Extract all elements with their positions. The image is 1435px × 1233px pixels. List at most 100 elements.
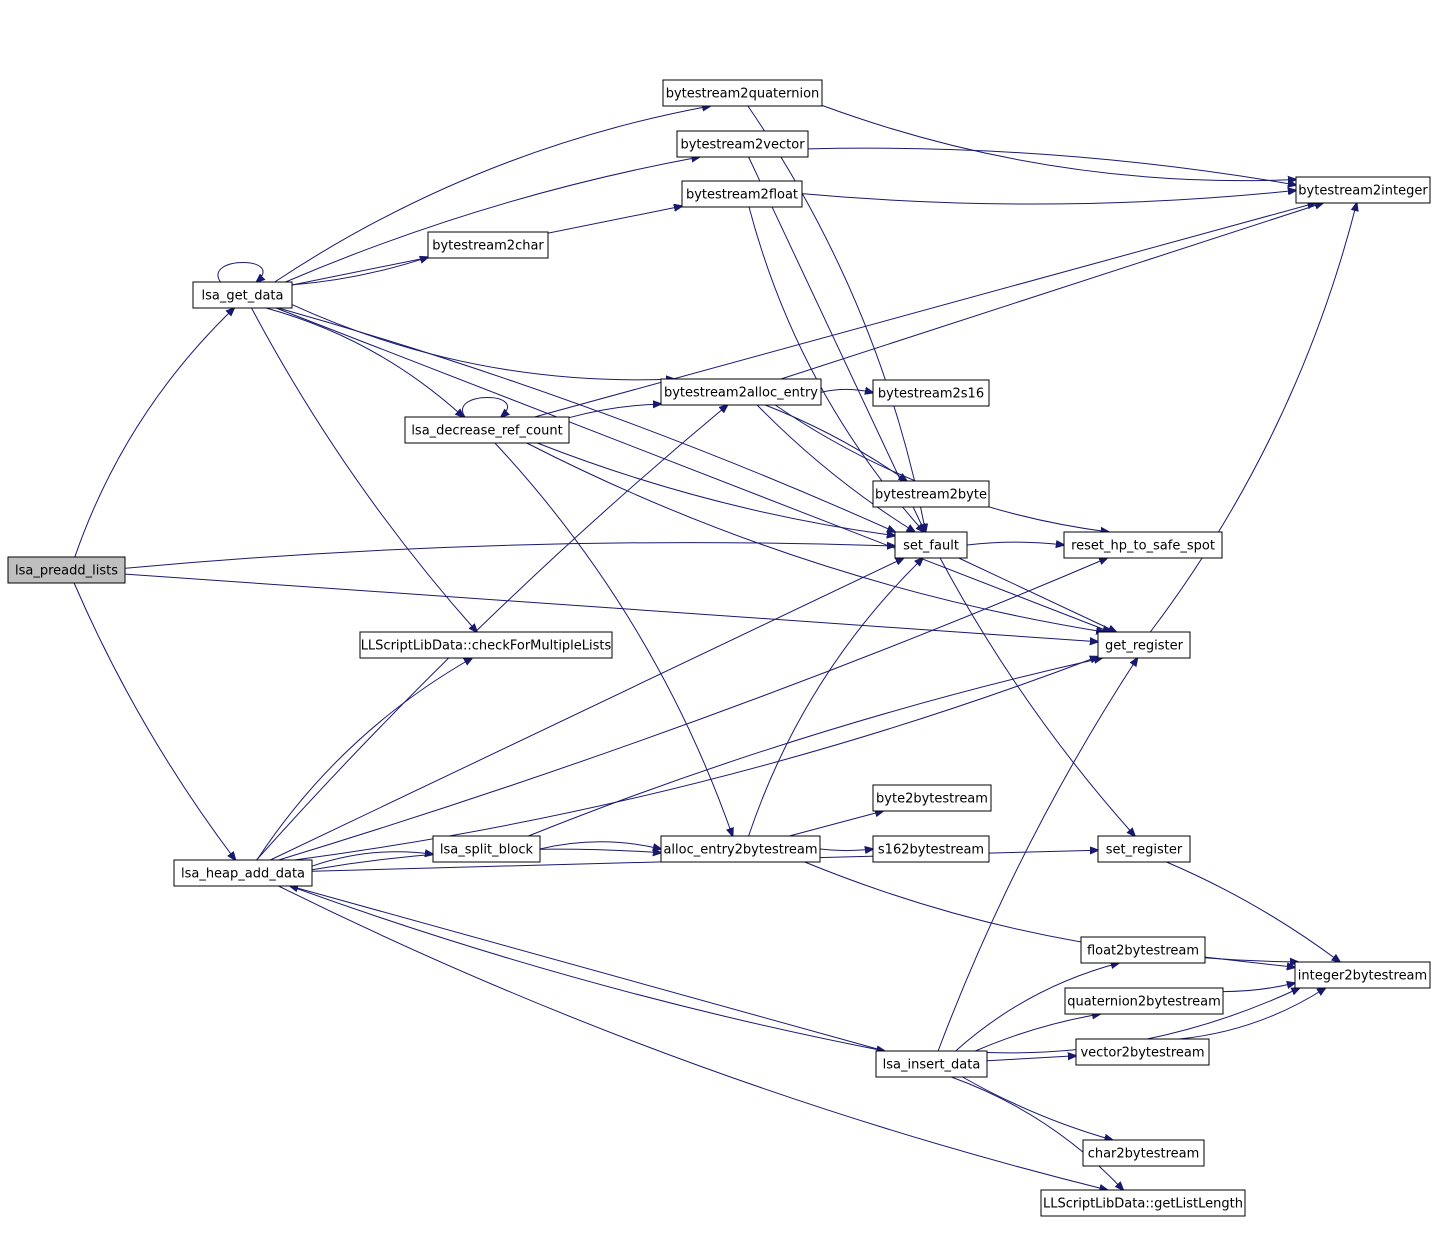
node-box bbox=[681, 180, 803, 208]
edge-bytestream2float-to-bytestream2integer bbox=[801, 190, 1296, 205]
edge-lsa_heap_add_data-to-reset_hp_to_safe_spot bbox=[278, 558, 1108, 861]
edge-lsa_preadd_lists-to-lsa_heap_add_data bbox=[73, 582, 235, 860]
node-char2bytestream[interactable]: char2bytestream bbox=[1082, 1139, 1205, 1167]
node-label: bytestream2integer bbox=[1298, 184, 1428, 199]
node-label: char2bytestream bbox=[1088, 1147, 1200, 1162]
edge-lsa_decrease_ref_count-to-get_register bbox=[526, 442, 1105, 632]
node-box bbox=[872, 835, 990, 863]
node-box bbox=[660, 378, 822, 406]
node-box bbox=[660, 835, 821, 863]
node-getListLength[interactable]: LLScriptLibData::getListLength bbox=[1040, 1189, 1246, 1217]
edge-lsa_get_data-to-bytestream2vector bbox=[285, 157, 700, 283]
edge-lsa_heap_add_data-to-checkForMultipleLists bbox=[256, 658, 472, 861]
node-bytestream2integer[interactable]: bytestream2integer bbox=[1295, 176, 1431, 204]
edge-float2bytestream-to-integer2bytestream bbox=[1204, 956, 1295, 967]
edge-bytestream2quaternion-to-set_fault bbox=[747, 105, 926, 532]
node-byte2bytestream[interactable]: byte2bytestream bbox=[872, 784, 992, 812]
node-box bbox=[359, 631, 613, 659]
node-box bbox=[1295, 176, 1431, 204]
edge-bytestream2quaternion-to-bytestream2integer bbox=[821, 104, 1296, 180]
node-label: get_register bbox=[1105, 639, 1184, 654]
edge-lsa_split_block-to-get_register bbox=[528, 658, 1102, 837]
node-lsa-decrease-ref-count[interactable]: lsa_decrease_ref_count bbox=[404, 416, 570, 444]
node-box bbox=[1097, 835, 1191, 863]
node-label: alloc_entry2bytestream bbox=[663, 843, 817, 858]
nodes: lsa_preadd_lists lsa_get_data bytestream2q… bbox=[7, 79, 1431, 1217]
node-box bbox=[173, 859, 313, 887]
node-box bbox=[1040, 1189, 1246, 1217]
edge-lsa_get_data-to-bytestream2quaternion bbox=[274, 106, 711, 283]
node-label: quaternion2bytestream bbox=[1067, 995, 1221, 1010]
node-lsa-insert-data[interactable]: lsa_insert_data bbox=[875, 1050, 988, 1078]
edge-lsa_heap_add_data-to-lsa_insert_data bbox=[289, 885, 885, 1051]
node-lsa-split-block[interactable]: lsa_split_block bbox=[432, 835, 541, 863]
edge-lsa_get_data-to-set_fault bbox=[278, 307, 895, 532]
edge-lsa_get_data-to-checkForMultipleLists bbox=[251, 307, 478, 632]
node-box bbox=[404, 416, 570, 444]
node-box bbox=[894, 531, 968, 559]
edge-alloc_entry2bytestream-to-set_fault bbox=[748, 558, 923, 837]
edge-set_fault-to-get_register bbox=[958, 557, 1117, 632]
node-s162bytestream[interactable]: s162bytestream bbox=[872, 835, 990, 863]
edge-lsa_heap_add_data-to-set_fault bbox=[270, 558, 903, 861]
node-reset-hp-to-safe-spot[interactable]: reset_hp_to_safe_spot bbox=[1063, 531, 1223, 559]
node-box bbox=[1063, 531, 1223, 559]
node-label: integer2bytestream bbox=[1298, 969, 1427, 984]
node-box bbox=[1097, 631, 1191, 659]
node-label: lsa_decrease_ref_count bbox=[411, 424, 562, 439]
node-set-register[interactable]: set_register bbox=[1097, 835, 1191, 863]
node-lsa-get-data[interactable]: lsa_get_data bbox=[192, 281, 293, 309]
node-set-fault[interactable]: set_fault bbox=[894, 531, 968, 559]
node-integer2bytestream[interactable]: integer2bytestream bbox=[1294, 961, 1431, 989]
node-label: lsa_heap_add_data bbox=[181, 867, 305, 882]
node-label: bytestream2byte bbox=[875, 488, 987, 503]
node-label: bytestream2quaternion bbox=[666, 87, 820, 102]
node-label: bytestream2s16 bbox=[878, 387, 984, 402]
node-bytestream2byte[interactable]: bytestream2byte bbox=[872, 480, 990, 508]
node-quaternion2bytestream[interactable]: quaternion2bytestream bbox=[1064, 987, 1224, 1015]
node-bytestream2quaternion[interactable]: bytestream2quaternion bbox=[662, 79, 823, 107]
node-label: reset_hp_to_safe_spot bbox=[1071, 539, 1215, 554]
edge-bytestream2alloc_entry-to-bytestream2integer bbox=[780, 203, 1323, 380]
edge-bytestream2vector-to-bytestream2integer bbox=[807, 147, 1296, 185]
node-box bbox=[1064, 987, 1224, 1015]
node-box bbox=[192, 281, 293, 309]
edge-lsa_insert_data-to-lsa_heap_add_data bbox=[290, 886, 885, 1052]
edge-lsa_get_data-to-bytestream2char bbox=[291, 257, 428, 286]
node-float2bytestream[interactable]: float2bytestream bbox=[1080, 936, 1206, 964]
edge-quaternion2bytestream-to-integer2bytestream bbox=[1222, 983, 1295, 993]
node-box bbox=[1294, 961, 1431, 989]
edge-set_register-to-integer2bytestream bbox=[1166, 861, 1341, 962]
node-lsa-heap-add-data[interactable]: lsa_heap_add_data bbox=[173, 859, 313, 887]
edge-lsa_decrease_ref_count-to-lsa_decrease_ref_count bbox=[462, 397, 507, 418]
node-checkForMultipleLists[interactable]: LLScriptLibData::checkForMultipleLists bbox=[359, 631, 613, 659]
node-alloc-entry2bytestream[interactable]: alloc_entry2bytestream bbox=[660, 835, 821, 863]
node-vector2bytestream[interactable]: vector2bytestream bbox=[1075, 1038, 1210, 1066]
edge-lsa_get_data-to-lsa_get_data bbox=[217, 262, 263, 283]
edge-lsa_preadd_lists-to-get_register bbox=[124, 573, 1098, 642]
node-label: bytestream2alloc_entry bbox=[664, 386, 818, 401]
node-bytestream2char[interactable]: bytestream2char bbox=[427, 231, 549, 259]
edge-lsa_insert_data-to-getListLength bbox=[951, 1076, 1123, 1190]
node-bytestream2alloc-entry[interactable]: bytestream2alloc_entry bbox=[660, 378, 822, 406]
node-label: bytestream2float bbox=[686, 188, 798, 203]
node-get-register[interactable]: get_register bbox=[1097, 631, 1191, 659]
node-label: bytestream2char bbox=[432, 239, 544, 254]
edge-alloc_entry2bytestream-to-s162bytestream bbox=[819, 849, 873, 851]
edge-lsa_heap_add_data-to-bytestream2alloc_entry bbox=[256, 405, 728, 861]
edges bbox=[73, 104, 1357, 1190]
edge-lsa_split_block-to-alloc_entry2bytestream bbox=[539, 841, 661, 849]
node-bytestream2s16[interactable]: bytestream2s16 bbox=[872, 379, 990, 407]
node-bytestream2float[interactable]: bytestream2float bbox=[681, 180, 803, 208]
edge-lsa_heap_add_data-to-getListLength bbox=[278, 885, 1108, 1190]
edge-lsa_insert_data-to-quaternion2bytestream bbox=[975, 1014, 1100, 1052]
edge-set_fault-to-reset_hp_to_safe_spot bbox=[966, 542, 1064, 545]
edge-lsa_decrease_ref_count-to-alloc_entry2bytestream bbox=[494, 442, 733, 836]
edge-lsa_get_data-to-bytestream2alloc_entry bbox=[291, 304, 674, 380]
node-bytestream2vector[interactable]: bytestream2vector bbox=[676, 130, 809, 158]
edge-lsa_decrease_ref_count-to-bytestream2integer bbox=[534, 203, 1316, 418]
edge-lsa_get_data-to-get_register bbox=[275, 307, 1111, 632]
node-lsa-preadd-lists[interactable]: lsa_preadd_lists bbox=[7, 556, 126, 584]
edge-lsa_insert_data-to-get_register bbox=[937, 658, 1137, 1052]
edge-bytestream2alloc_entry-to-bytestream2s16 bbox=[820, 389, 873, 392]
